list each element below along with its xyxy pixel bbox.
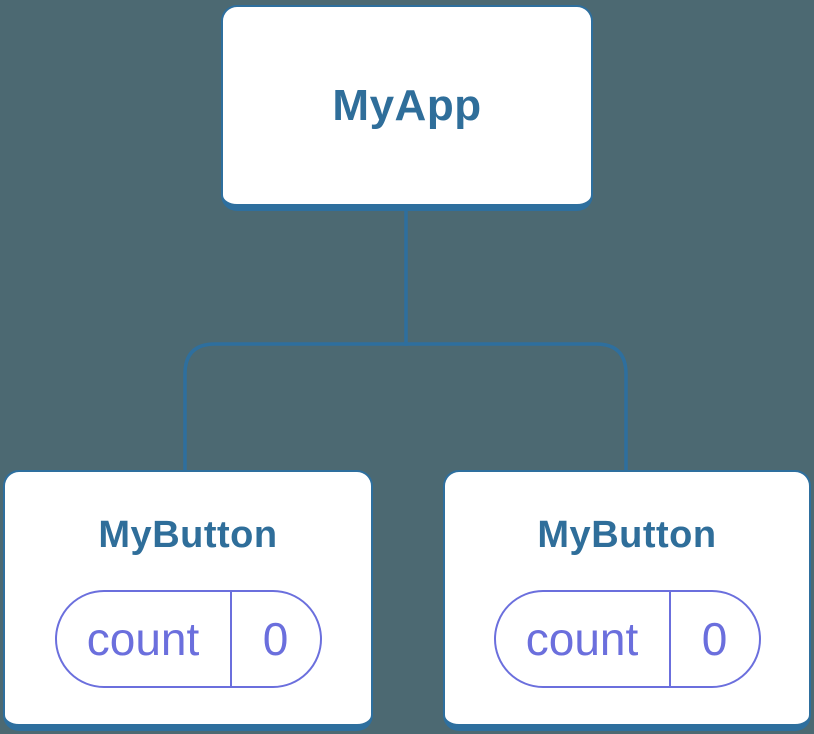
state-name-right: count	[496, 591, 671, 686]
mybutton-node-left: MyButton count 0	[3, 470, 373, 731]
state-value-right: 0	[701, 612, 728, 665]
state-pill-left: count 0	[54, 589, 322, 688]
state-name-left: count	[57, 591, 232, 686]
mybutton-right-label: MyButton	[537, 514, 717, 556]
mybutton-left-label: MyButton	[98, 514, 278, 556]
mybutton-node-right: MyButton count 0	[443, 470, 811, 731]
myapp-node: MyApp	[221, 5, 593, 211]
myapp-label: MyApp	[332, 80, 482, 130]
connector-bracket	[183, 342, 628, 471]
state-pill-right: count 0	[493, 589, 761, 688]
state-value-left: 0	[262, 612, 289, 665]
